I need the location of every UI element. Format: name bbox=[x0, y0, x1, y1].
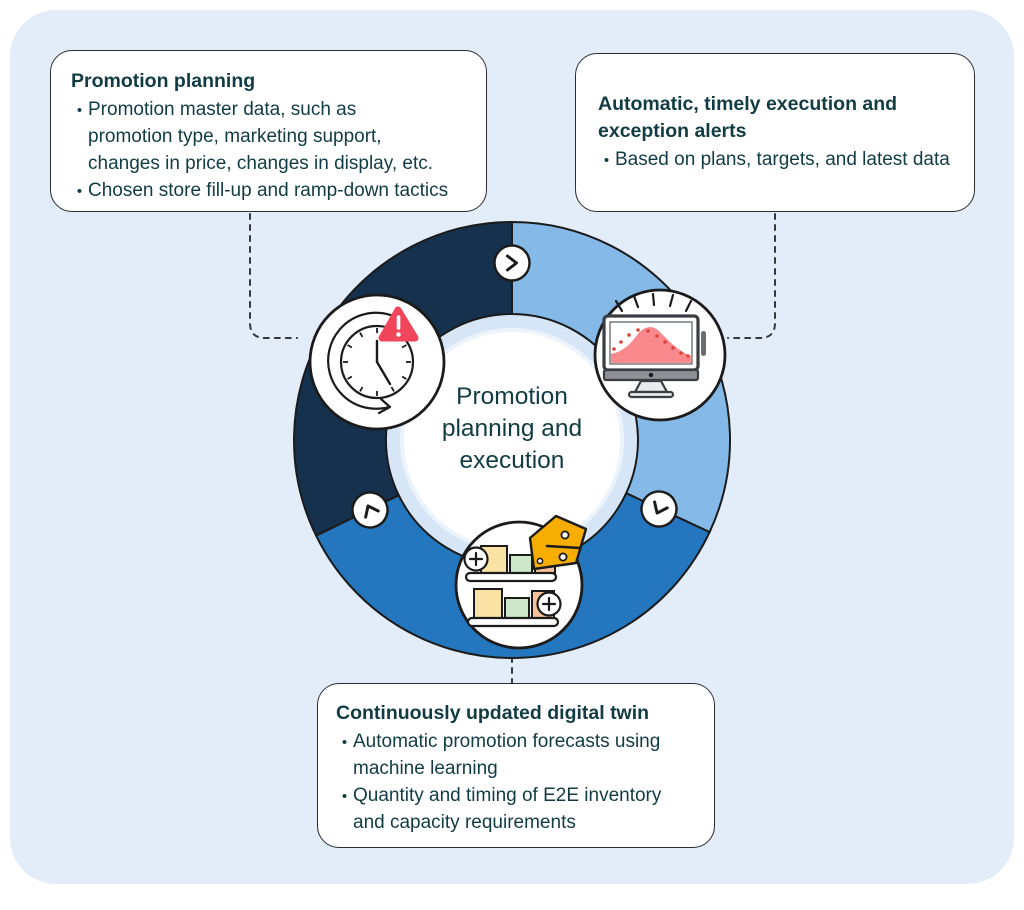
bullet-text: Quantity and timing of E2E inventory and… bbox=[353, 785, 662, 834]
connector-right-dashed bbox=[727, 213, 776, 339]
bullet-dot: • bbox=[76, 102, 83, 120]
monitor-base bbox=[627, 390, 675, 399]
center-circle bbox=[404, 332, 620, 548]
shelf-top bbox=[464, 571, 558, 583]
monitor-stand bbox=[633, 379, 669, 394]
clock-alert-icon bbox=[308, 293, 446, 431]
callout-promotion-planning: Promotion planning • Promotion master da… bbox=[50, 50, 487, 212]
product-box bbox=[509, 554, 533, 574]
bullet-text: Promotion master data, such as promotion… bbox=[88, 99, 434, 175]
bullet-text: Chosen store fill-up and ramp-down tacti… bbox=[88, 180, 449, 202]
forecast-area-chart bbox=[611, 327, 691, 363]
product-box bbox=[473, 588, 503, 619]
monitor-forecast-icon bbox=[593, 288, 727, 422]
bullet-item: • Based on plans, targets, and latest da… bbox=[598, 147, 952, 174]
promo-tag-icon bbox=[528, 514, 588, 571]
bullet-dot: • bbox=[603, 151, 610, 169]
arrow-badge-top bbox=[493, 244, 531, 282]
arrow-badge-left bbox=[351, 491, 389, 529]
bullet-dot: • bbox=[76, 183, 83, 201]
bullet-text: Based on plans, targets, and latest data bbox=[615, 148, 950, 170]
plus-circle-icon bbox=[536, 591, 562, 617]
bullet-dot: • bbox=[341, 734, 348, 752]
callout-digital-twin: Continuously updated digital twin • Auto… bbox=[317, 683, 715, 848]
arrow-badge-right bbox=[640, 490, 678, 528]
bullet-text: Automatic promotion forecasts using mach… bbox=[353, 731, 661, 780]
shelf-inventory-icon bbox=[454, 514, 588, 650]
bullet-item: • Automatic promotion forecasts using ma… bbox=[336, 729, 696, 783]
connector-left-dashed bbox=[249, 213, 298, 339]
product-box bbox=[504, 597, 530, 619]
callout-title: Promotion planning bbox=[71, 70, 256, 92]
chevron-down-icon bbox=[653, 500, 669, 515]
clock-hands bbox=[375, 339, 392, 386]
center-label: Promotion planning and execution bbox=[441, 383, 583, 474]
shelf-bottom bbox=[466, 616, 560, 628]
callout-execution-alerts: Automatic, timely execution and exceptio… bbox=[575, 53, 975, 212]
chevron-up-icon bbox=[364, 504, 380, 519]
monitor-side-button bbox=[701, 331, 706, 356]
chevron-right-icon bbox=[506, 254, 518, 272]
plus-circle-icon bbox=[463, 546, 489, 572]
exclamation-mark bbox=[396, 315, 401, 337]
bullet-item: • Quantity and timing of E2E inventory a… bbox=[336, 783, 696, 837]
shine-rays-icon bbox=[614, 292, 693, 313]
bullet-dot: • bbox=[341, 788, 348, 806]
rotate-arrow bbox=[327, 311, 408, 410]
callout-title: Continuously updated digital twin bbox=[336, 702, 650, 724]
forecast-dots bbox=[612, 328, 690, 358]
bullet-item: • Chosen store fill-up and ramp-down tac… bbox=[71, 178, 466, 205]
bullet-item: • Promotion master data, such as promoti… bbox=[71, 97, 466, 178]
callout-title: Automatic, timely execution and exceptio… bbox=[598, 93, 898, 142]
